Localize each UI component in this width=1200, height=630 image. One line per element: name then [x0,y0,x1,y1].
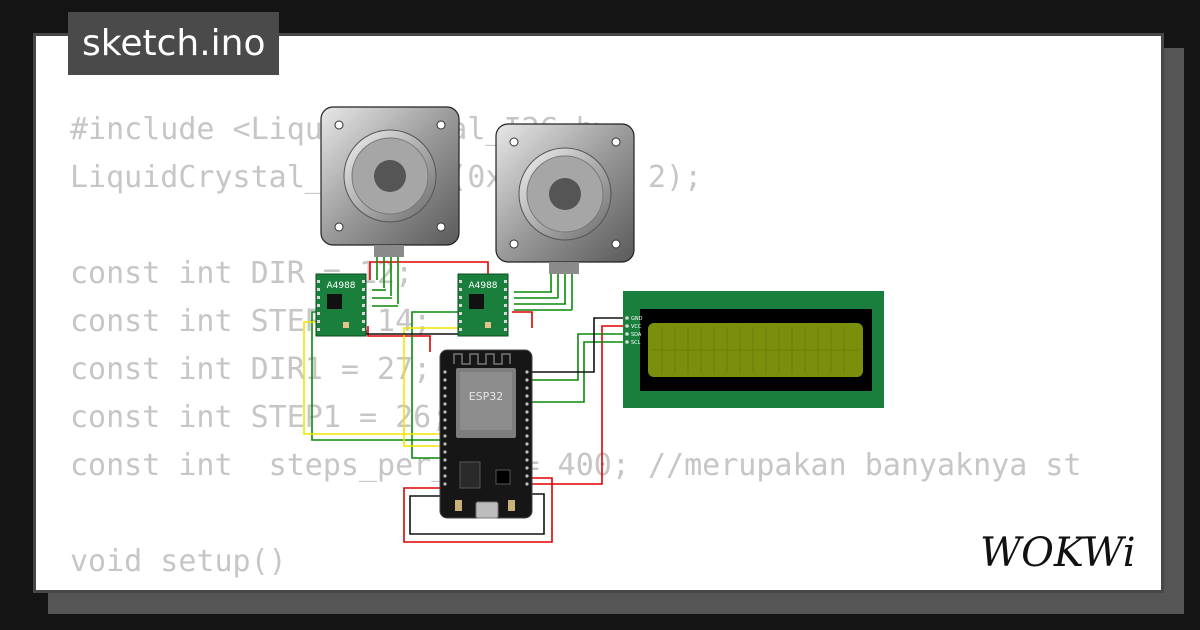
esp32-board[interactable]: ESP32 [439,349,533,519]
lcd-pin-scl: SCL [631,340,641,346]
lcd-pin-sda: SDA [631,332,642,338]
code-preview: #include <LiquidCrystal_I2C.h>LiquidCrys… [70,106,1081,590]
stepper-motor-1[interactable] [320,106,460,257]
lcd-pin-vcc: VCC [631,324,642,330]
sketch-title: sketch.ino [68,12,280,75]
code-line: const int DIR = 12; [70,256,414,291]
esp32-label: ESP32 [469,390,504,403]
stepper-motor-2[interactable] [495,123,635,274]
code-line: void setup() [70,544,287,579]
wires [303,255,625,543]
wokwi-wordmark: WOKWi [980,530,1136,576]
driver-2-label: A4988 [468,281,497,291]
a4988-driver-2[interactable]: A4988 [457,273,509,337]
a4988-driver-1[interactable]: A4988 [315,273,367,337]
driver-1-label: A4988 [326,281,355,291]
lcd-display[interactable]: GND VCC SDA SCL [623,291,884,408]
lcd-pin-gnd: GND [631,316,643,322]
wokwi-logo: WOKWi [980,530,1136,576]
